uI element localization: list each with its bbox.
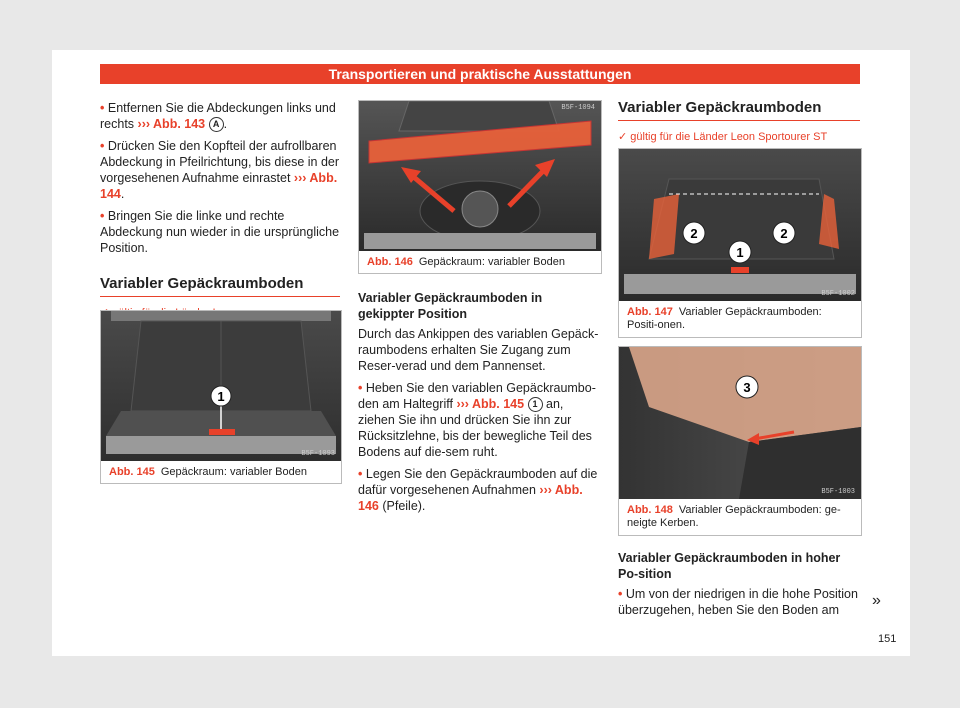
bullet-text: an, ziehen Sie ihn und drücken Sie ihn z… — [358, 397, 592, 460]
marker-2-left: 2 — [690, 226, 697, 241]
check-icon: ✓ — [618, 131, 628, 143]
bullet-2: • Drücken Sie den Kopfteil der aufrollba… — [100, 139, 340, 202]
section-title: Variabler Gepäckraumboden — [618, 99, 822, 116]
image-code: B5F-1002 — [821, 290, 855, 298]
figure-link[interactable]: ››› Abb. 143 — [137, 117, 206, 131]
bullet-icon: • — [100, 209, 105, 224]
caption-number: Abb. 147 — [627, 306, 673, 318]
chapter-header: Transportieren und praktische Ausstattun… — [100, 64, 860, 84]
bullet-text: Heben Sie den variablen Gepäckraumbo-den… — [358, 381, 596, 411]
paragraph: Durch das Ankippen des variablen Gepäck-… — [358, 327, 599, 373]
marker-1: 1 — [217, 389, 224, 404]
caption-text: Gepäckraum: variabler Boden — [160, 466, 307, 478]
bullet-text: Entfernen Sie die Abdeckungen links und … — [100, 101, 336, 131]
caption-text: Gepäckraum: variabler Boden — [418, 256, 565, 268]
caption-number: Abb. 146 — [367, 256, 413, 268]
caption-number: Abb. 148 — [627, 504, 673, 516]
bullet-icon: • — [100, 101, 105, 115]
bullet-text: Bringen Sie die linke und rechte Abdecku… — [100, 209, 340, 256]
bullet-text: (Pfeile). — [382, 499, 426, 514]
bullet-text: Um von der niedrigen in die hohe Positio… — [618, 587, 858, 617]
divider — [100, 296, 340, 298]
bullet-1: • Um von der niedrigen in die hohe Posit… — [618, 586, 860, 618]
validity-text: gültig für die Länder Leon Sportourer ST — [630, 131, 828, 143]
trunk-illustration: 3 — [629, 347, 861, 499]
marker-1: 1 — [527, 397, 543, 413]
page-number: 151 — [878, 633, 897, 645]
trunk-photo: 1 B5F-1093 — [101, 311, 341, 461]
bullet-text: Legen Sie den Gepäckraumboden auf die da… — [358, 467, 598, 498]
bullet-icon: • — [358, 381, 363, 395]
bullet-1: • Heben Sie den variablen Gepäckraumbo-d… — [358, 380, 600, 460]
bullet-text: Drücken Sie den Kopfteil der aufrollbare… — [100, 139, 340, 186]
subsection-title: Variabler Gepäckraumboden in gekippter P… — [358, 291, 543, 321]
bullet-3: • Bringen Sie die linke und rechte Abdec… — [100, 208, 340, 256]
figure-caption: Abb. 146 Gepäckraum: variabler Boden — [359, 251, 601, 274]
bullet-1: • Entfernen Sie die Abdeckungen links un… — [100, 101, 336, 133]
trunk-illustration: 1 2 2 — [624, 178, 856, 294]
trunk-photo: 3 B5F-1003 — [619, 347, 861, 499]
section-title: Variabler Gepäckraumboden — [100, 275, 304, 293]
subsection-title: Variabler Gepäckraumboden in hoher Po-si… — [618, 551, 841, 581]
marker-3: 3 — [743, 380, 750, 395]
trunk-photo: B5F-1094 — [359, 101, 601, 251]
right-column-header: Variabler Gepäckraumboden ✓ gültig für d… — [618, 100, 860, 155]
validity-note: ✓ gültig für die Länder Leon Sportourer … — [618, 129, 860, 145]
marker-1: 1 — [736, 245, 743, 260]
bullet-icon: • — [100, 139, 105, 154]
trunk-illustration: 1 — [106, 311, 336, 454]
bullet-icon: • — [358, 467, 363, 482]
caption-text: Variabler Gepäckraumboden: ge-neigte Ker… — [627, 504, 841, 529]
figure-link[interactable]: ››› Abb. 146 — [358, 483, 583, 514]
right-column-text: Variabler Gepäckraumboden in hoher Po-si… — [618, 544, 860, 624]
caption-number: Abb. 145 — [109, 466, 155, 478]
figure-caption: Abb. 145 Gepäckraum: variabler Boden — [101, 461, 341, 484]
marker-2-right: 2 — [780, 226, 787, 241]
image-code: B5F-1003 — [821, 488, 855, 496]
trunk-photo: 1 2 2 B5F-1002 — [619, 149, 861, 301]
figure-link[interactable]: ››› Abb. 144 — [100, 171, 338, 202]
left-column: • Entfernen Sie die Abdeckungen links un… — [100, 100, 340, 331]
middle-column: Variabler Gepäckraumboden in gekippter P… — [358, 284, 600, 520]
image-code: B5F-1094 — [561, 104, 595, 112]
divider — [618, 120, 860, 121]
image-code: B5F-1093 — [301, 450, 335, 458]
bullet-icon: • — [618, 587, 623, 601]
figure-link[interactable]: ››› Abb. 145 — [456, 397, 525, 411]
trunk-illustration — [364, 101, 596, 249]
marker-a: A — [208, 117, 224, 133]
continue-icon: » — [872, 592, 881, 609]
figure-145: 1 B5F-1093 Abb. 145 Gepäckraum: variabler… — [100, 310, 342, 484]
bullet-2: • Legen Sie den Gepäckraumboden auf die … — [358, 466, 600, 514]
figure-146: B5F-1094 Abb. 146 Gepäckraum: variabler B… — [358, 100, 602, 274]
caption-text: Variabler Gepäckraumboden: Positi-onen. — [627, 306, 822, 331]
